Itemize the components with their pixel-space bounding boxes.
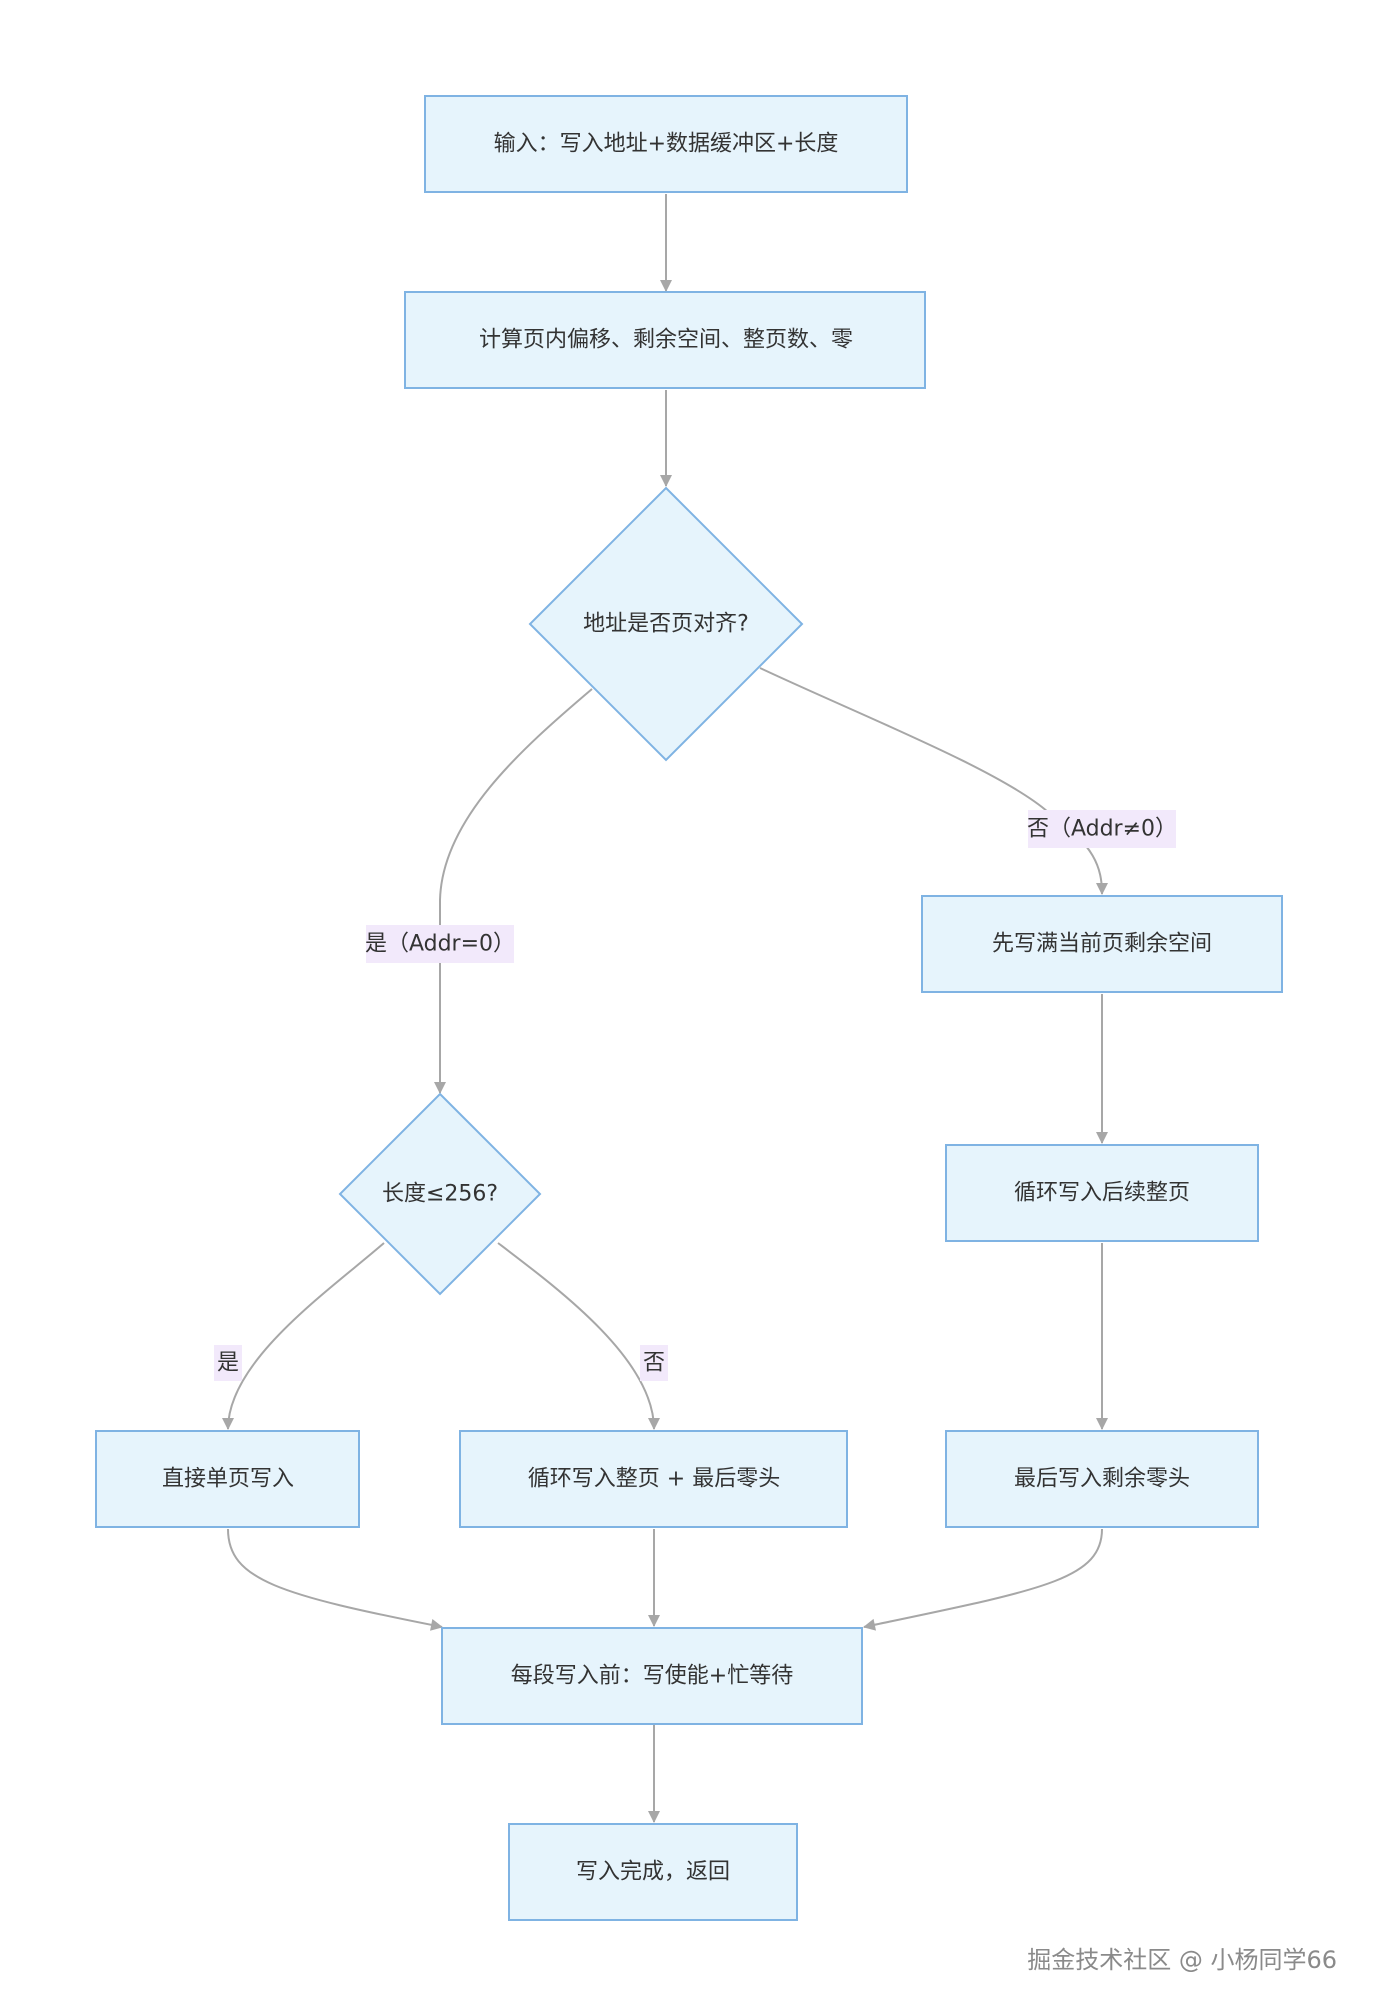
node-input-label: 输入：写入地址+数据缓冲区+长度 [494, 132, 839, 157]
edge-label-yes-aligned: 是（Addr=0） [365, 932, 515, 957]
node-loop-pages-tail: 循环写入整页 + 最后零头 [459, 1430, 848, 1528]
edge-remaining-to-segment [863, 1528, 1103, 1631]
node-write-remaining: 最后写入剩余零头 [945, 1430, 1259, 1528]
edge-label-no-len: 否 [643, 1351, 665, 1376]
node-aligned-decision: 地址是否页对齐? [528, 486, 804, 762]
node-calc: 计算页内偏移、剩余空间、整页数、零 [404, 291, 926, 389]
node-done-label: 写入完成，返回 [576, 1860, 730, 1885]
node-fill-current-label: 先写满当前页剩余空间 [992, 932, 1212, 957]
edge-label-bg-yes-aligned [366, 925, 514, 963]
node-len-decision: 长度≤256? [338, 1092, 542, 1296]
node-loop-pages-right: 循环写入后续整页 [945, 1144, 1259, 1242]
node-aligned-label: 地址是否页对齐? [583, 612, 749, 637]
edge-aligned-yes-to-len [434, 688, 593, 1094]
node-calc-label: 计算页内偏移、剩余空间、整页数、零 [479, 328, 853, 353]
node-each-segment: 每段写入前：写使能+忙等待 [441, 1627, 863, 1725]
edges [222, 194, 1108, 1823]
node-loop-pages-right-label: 循环写入后续整页 [1014, 1181, 1190, 1206]
node-fill-current: 先写满当前页剩余空间 [921, 895, 1283, 993]
watermark: 掘金技术社区 @ 小杨同学66 [1027, 1946, 1337, 1974]
edge-len-yes-to-single [222, 1242, 385, 1430]
edge-label-bg-no-aligned [1028, 810, 1176, 848]
edge-label-bg-yes-len [214, 1345, 242, 1381]
node-loop-pages-tail-label: 循环写入整页 + 最后零头 [528, 1467, 780, 1492]
edge-labels: 是（Addr=0） 否（Addr≠0） 是 否 [214, 810, 1177, 1381]
node-single-write: 直接单页写入 [95, 1430, 360, 1528]
edge-label-yes-len: 是 [217, 1351, 239, 1376]
edge-label-no-aligned: 否（Addr≠0） [1027, 817, 1177, 842]
node-single-write-label: 直接单页写入 [162, 1467, 294, 1492]
node-each-segment-label: 每段写入前：写使能+忙等待 [511, 1664, 793, 1689]
node-len-label: 长度≤256? [382, 1182, 498, 1207]
edge-label-bg-no-len [640, 1345, 668, 1381]
node-write-remaining-label: 最后写入剩余零头 [1014, 1467, 1190, 1492]
edge-aligned-no-to-fill [759, 667, 1108, 895]
edge-single-to-segment [227, 1528, 443, 1631]
edge-len-no-to-looptail [497, 1242, 660, 1430]
node-input: 输入：写入地址+数据缓冲区+长度 [424, 95, 908, 193]
node-done: 写入完成，返回 [508, 1823, 798, 1921]
